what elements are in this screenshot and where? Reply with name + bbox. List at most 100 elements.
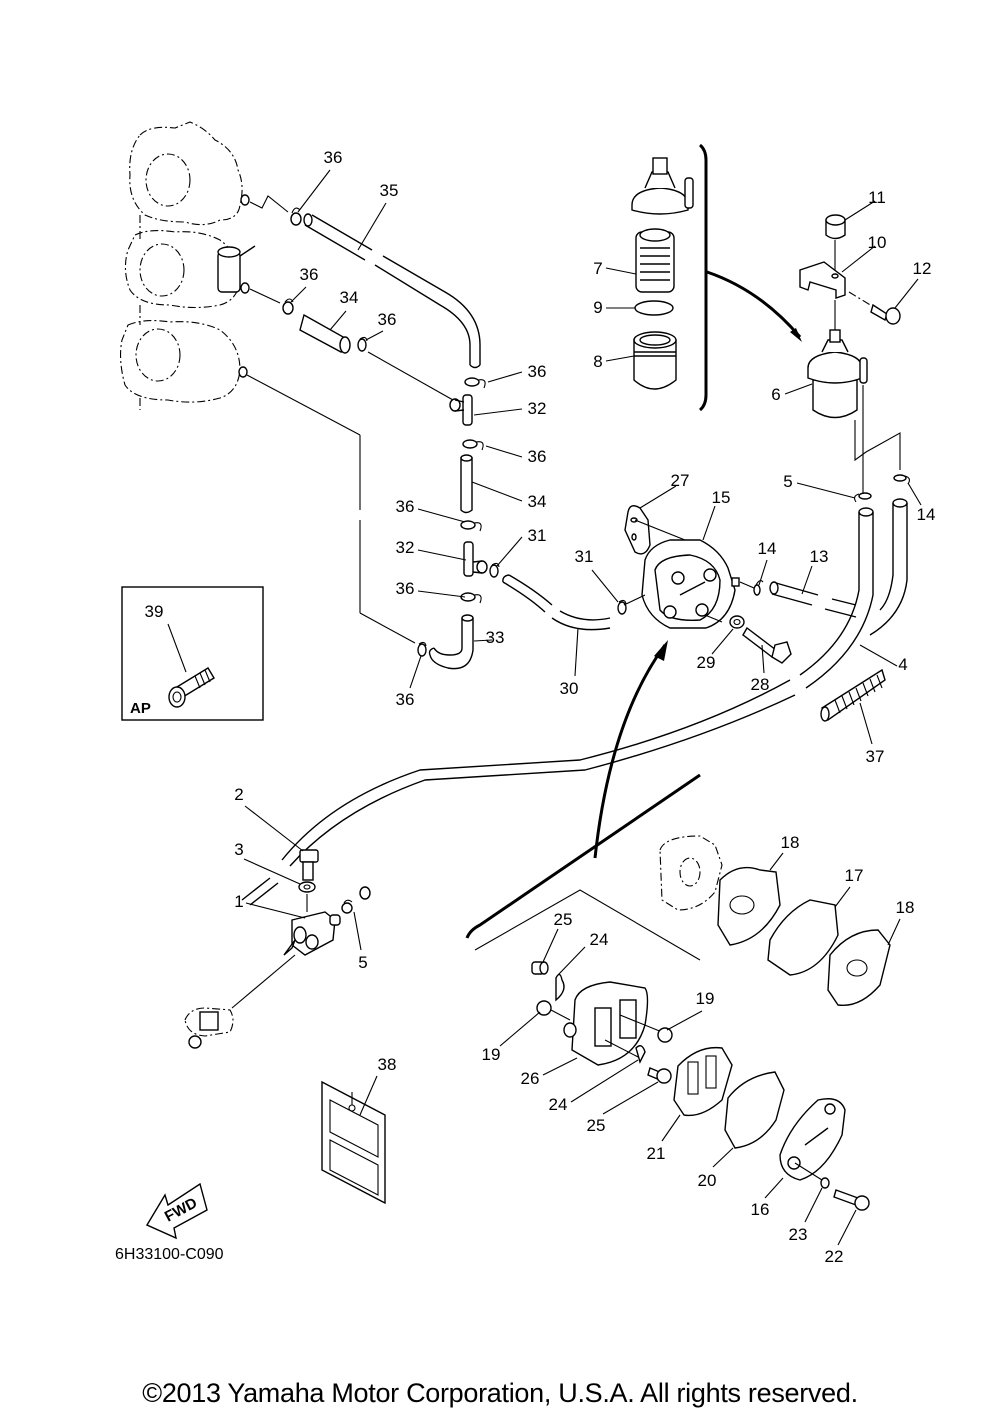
callout-part-14[interactable]: 14 [758,539,777,558]
fuel-hose-13 [769,581,857,618]
callout-part-12[interactable]: 12 [913,259,932,278]
gasket-18-lower [827,929,891,1007]
nut-19-left [536,1000,552,1016]
callout-part-37[interactable]: 37 [866,747,885,766]
pump-kit-outline [474,889,701,961]
check-valve-24-top [555,973,565,1002]
hose-clip-31-left [489,562,500,578]
callout-part-4[interactable]: 4 [898,655,907,674]
callout-part-36[interactable]: 36 [300,265,319,284]
callout-part-25[interactable]: 25 [587,1116,606,1135]
nut-19-right [657,1027,673,1043]
callout-part-36[interactable]: 36 [378,310,397,329]
washer-23 [820,1177,830,1189]
callout-part-34[interactable]: 34 [528,492,547,511]
hose-clip-36-top [290,207,302,226]
leader-line-part-32 [473,408,523,416]
leader-line-part-13 [801,565,813,595]
callout-part-19[interactable]: 19 [482,1045,501,1064]
callout-part-21[interactable]: 21 [647,1144,666,1163]
leader-line-part-15 [702,505,716,541]
callout-part-22[interactable]: 22 [825,1247,844,1266]
callout-part-36[interactable]: 36 [324,148,343,167]
callout-part-24[interactable]: 24 [590,930,609,949]
callout-part-32[interactable]: 32 [528,399,547,418]
callout-part-34[interactable]: 34 [340,288,359,307]
hose-routing-lines [246,195,454,644]
callout-part-28[interactable]: 28 [751,675,770,694]
leader-line-part-36 [417,590,466,598]
callout-part-5[interactable]: 5 [358,953,367,972]
cover-16 [779,1098,846,1181]
callout-part-14[interactable]: 14 [917,505,936,524]
callout-part-10[interactable]: 10 [868,233,887,252]
callout-part-36[interactable]: 36 [396,579,415,598]
callout-part-26[interactable]: 26 [521,1069,540,1088]
leader-line-part-34 [471,481,523,502]
callout-part-11[interactable]: 11 [868,188,886,207]
callout-part-9[interactable]: 9 [593,298,602,317]
leader-line-part-24 [570,1059,639,1103]
leader-line-part-4 [859,644,898,667]
hose-clip-36-third [357,336,368,352]
hose-clip-36-bottom [460,592,482,604]
filter-cap [631,157,694,215]
label-tag-38 [321,1080,386,1205]
callout-part-39[interactable]: 39 [145,602,164,621]
callout-part-38[interactable]: 38 [378,1055,397,1074]
callout-part-24[interactable]: 24 [549,1095,568,1114]
gasket-21 [673,1046,733,1117]
callout-part-18[interactable]: 18 [781,833,800,852]
callout-part-3[interactable]: 3 [234,840,243,859]
callout-part-13[interactable]: 13 [810,547,829,566]
callout-part-36[interactable]: 36 [396,690,415,709]
engine-carburetor-block [119,121,256,410]
callout-part-23[interactable]: 23 [789,1225,808,1244]
callout-part-20[interactable]: 20 [698,1171,717,1190]
callout-part-7[interactable]: 7 [593,259,602,278]
callout-part-29[interactable]: 29 [697,653,716,672]
callout-part-16[interactable]: 16 [751,1200,770,1219]
callout-part-27[interactable]: 27 [671,471,690,490]
leader-line-part-27 [639,485,677,509]
fuel-hose-4 [241,498,908,906]
gasket-18-upper [717,866,781,946]
leader-line-part-19 [499,1011,541,1047]
leader-line-part-2 [244,805,304,852]
leader-line-part-36 [297,169,331,213]
callout-part-36[interactable]: 36 [396,497,415,516]
callout-part-36[interactable]: 36 [528,362,547,381]
callout-part-30[interactable]: 30 [560,679,579,698]
callout-part-5[interactable]: 5 [783,472,792,491]
washer-29 [729,615,745,629]
callout-part-2[interactable]: 2 [234,785,243,804]
diaphragm-20 [724,1071,785,1149]
callout-part-31[interactable]: 31 [575,547,594,566]
leader-line-part-24 [557,946,586,976]
hose-protector-37 [820,668,886,722]
bolt-28 [742,626,792,664]
leader-line-part-20 [712,1147,734,1168]
callout-part-19[interactable]: 19 [696,989,715,1008]
leader-line-part-21 [661,1114,681,1142]
callout-part-31[interactable]: 31 [528,526,547,545]
callout-part-18[interactable]: 18 [896,898,915,917]
t-joint-32-lower [463,541,488,577]
callout-part-15[interactable]: 15 [712,488,731,507]
leader-line-part-14 [758,559,768,586]
callout-part-1[interactable]: 1 [234,892,243,911]
callout-part-35[interactable]: 35 [380,181,399,200]
callout-part-6[interactable]: 6 [771,385,780,404]
callout-part-25[interactable]: 25 [554,910,573,929]
callout-part-36[interactable]: 36 [528,447,547,466]
callout-part-17[interactable]: 17 [845,866,864,885]
callout-part-32[interactable]: 32 [396,538,415,557]
copyright-notice: ©2013 Yamaha Motor Corporation, U.S.A. A… [142,1378,858,1408]
fuel-hose-34-vertical [460,454,473,514]
leader-line-part-33 [473,639,493,642]
callout-part-33[interactable]: 33 [486,628,505,647]
screw-25-bottom [647,1067,672,1084]
fuel-connector [184,1007,234,1049]
leader-line-part-1 [245,902,306,919]
callout-part-8[interactable]: 8 [593,352,602,371]
